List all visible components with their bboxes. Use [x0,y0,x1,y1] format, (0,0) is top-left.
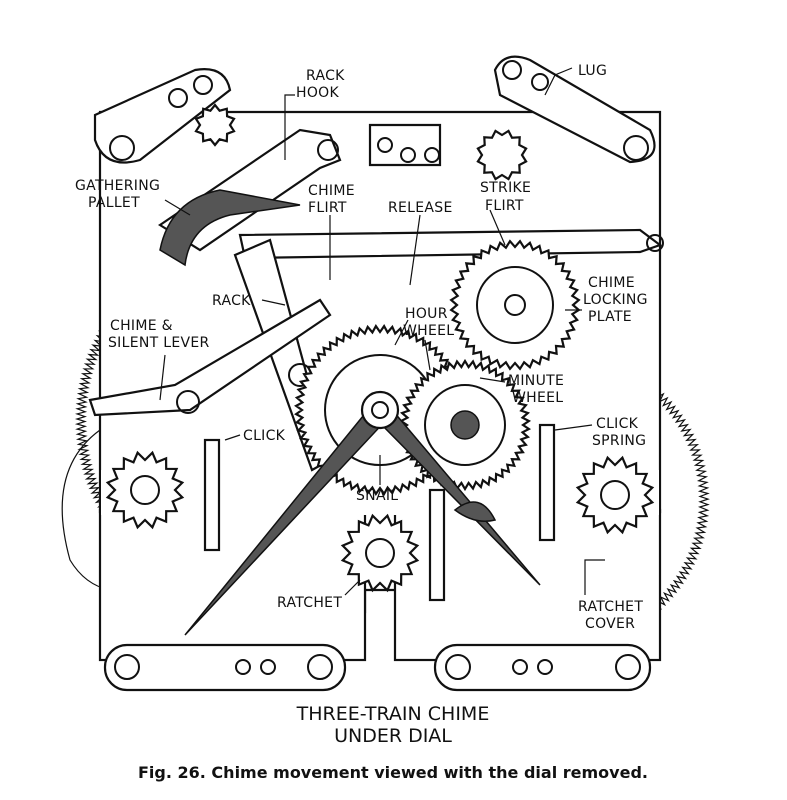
chime-locking-plate [449,239,581,371]
ratchet-right [575,455,655,535]
label-gathering-pallet: GATHERING [75,178,160,194]
ratchet-centre-hub [365,538,395,568]
label-click: CLICK [243,428,286,444]
label-hour-wheel-2: WHEEL [403,323,454,339]
label-lug: LUG [578,63,607,79]
label-minute-wheel-2: WHEEL [512,390,563,406]
label-chime-flirt: CHIME [308,183,355,199]
lug-top-right [493,55,656,164]
label-chime-silent-lever-2: SILENT LEVER [108,335,210,351]
label-chime-locking-plate-2: LOCKING [583,292,648,308]
label-chime-locking-plate: CHIME [588,275,635,291]
label-minute-wheel: MINUTE [508,373,564,389]
label-gathering-pallet-2: PALLET [88,195,140,211]
label-strike-flirt-2: FLIRT [485,198,524,214]
label-hour-wheel: HOUR [405,306,448,322]
hands [184,390,541,636]
ratchet-centre [340,513,420,593]
chime-locking-plate-hub [504,294,526,316]
label-ratchet-cover: RATCHET [578,599,643,615]
label-chime-silent-lever: CHIME & [110,318,173,334]
lug-bottom-right [433,643,652,692]
chime-locking-plate-ring [476,266,554,344]
label-strike-flirt: STRIKE [480,180,531,196]
minute-wheel-hub [450,410,480,440]
label-chime-locking-plate-3: PLATE [588,309,632,325]
diagram-title-2: UNDER DIAL [334,725,452,747]
leader-lines [159,67,605,596]
ratchet-right-hub [600,480,630,510]
ratchet-left [105,450,185,530]
label-rack-hook: RACK [306,68,345,84]
diagram-title: THREE-TRAIN CHIME [296,703,490,725]
strike-flirt-wheel [476,129,528,181]
labels: RACK HOOK LUG GATHERING PALLET CHIME FLI… [75,63,648,632]
label-snail: SNAIL [356,488,398,504]
label-rack-hook-2: HOOK [296,85,339,101]
label-click-spring-2: SPRING [592,433,646,449]
figure-caption: Fig. 26. Chime movement viewed with the … [138,763,648,782]
minute-wheel-ring [424,384,506,466]
lug-top-left [93,68,232,164]
gathering-pallet [159,189,301,267]
left-wire [61,429,111,591]
label-ratchet-cover-2: COVER [585,616,635,632]
label-release: RELEASE [388,200,453,216]
lug-bottom-left [103,643,347,692]
label-ratchet: RATCHET [277,595,342,611]
rack-hook-wheel [194,103,236,147]
label-click-spring: CLICK [596,416,639,432]
label-chime-flirt-2: FLIRT [308,200,347,216]
label-rack: RACK [212,293,251,309]
ratchet-left-hub [130,475,160,505]
